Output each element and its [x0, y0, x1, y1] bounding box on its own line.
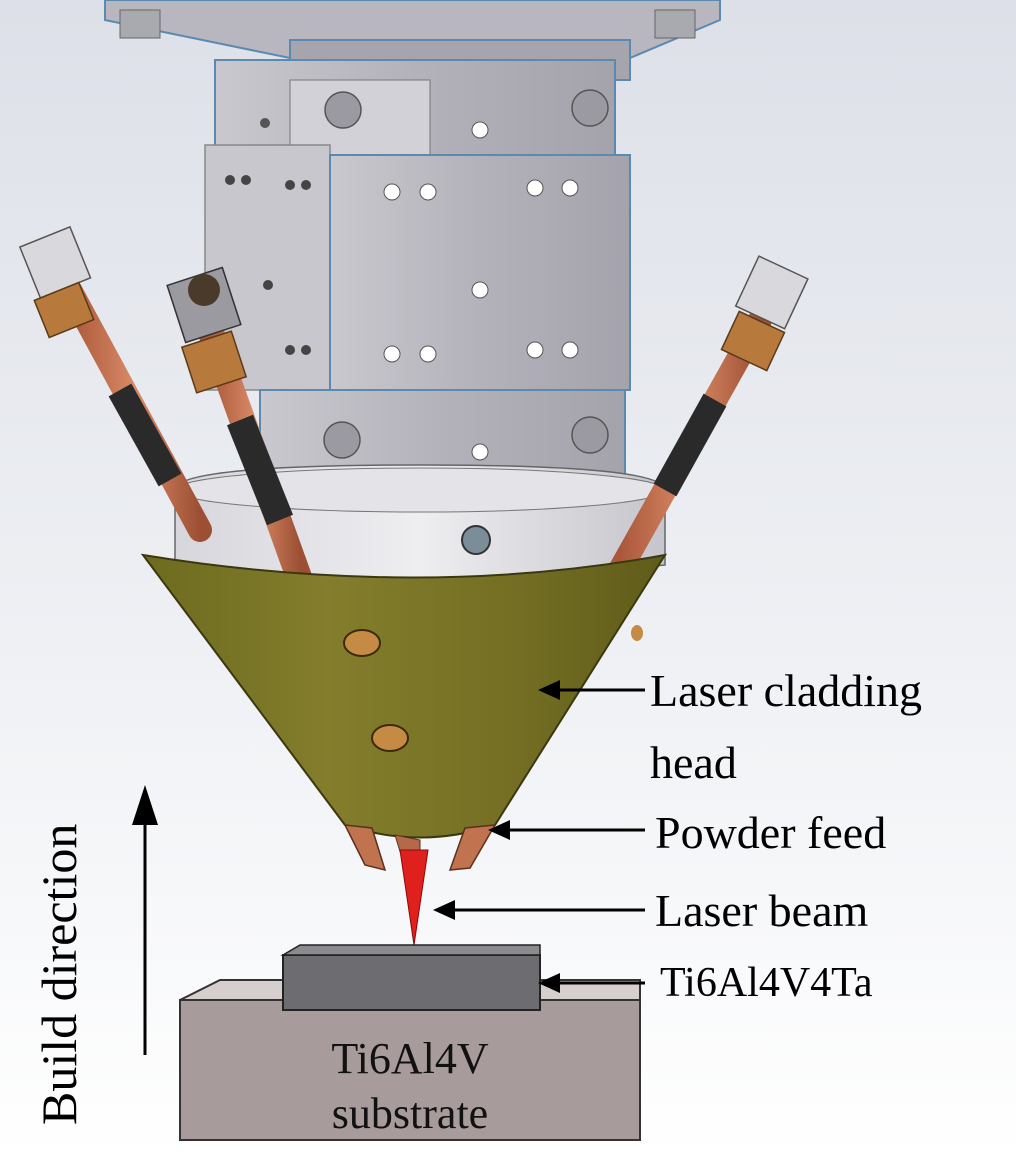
- upper-block: [214, 59, 616, 171]
- main-block: [204, 144, 631, 391]
- deposit-label: Ti6Al4V4Ta: [660, 960, 873, 1006]
- substrate-label-line2: substrate: [331, 1089, 489, 1138]
- build-direction-label: Build direction: [31, 823, 87, 1125]
- cladding-cone: [140, 553, 668, 839]
- laser-cladding-head-label-line2: head: [650, 737, 737, 788]
- substrate-label: Ti6Al4V: [331, 1034, 489, 1083]
- left-powder-tube: [18, 225, 212, 542]
- right-powder-tube: [608, 255, 809, 582]
- leader-arrows: [433, 680, 645, 993]
- laser-beam-label: Laser beam: [655, 885, 869, 936]
- laser-beam: [399, 849, 429, 946]
- deposit-block: [280, 944, 541, 1011]
- middle-powder-tube: [166, 266, 313, 593]
- build-direction-arrow: [132, 785, 158, 1055]
- powder-feed-label: Powder feed: [655, 807, 887, 858]
- laser-cladding-head-label: Laser cladding: [650, 665, 923, 716]
- mounting-ring: [174, 464, 666, 579]
